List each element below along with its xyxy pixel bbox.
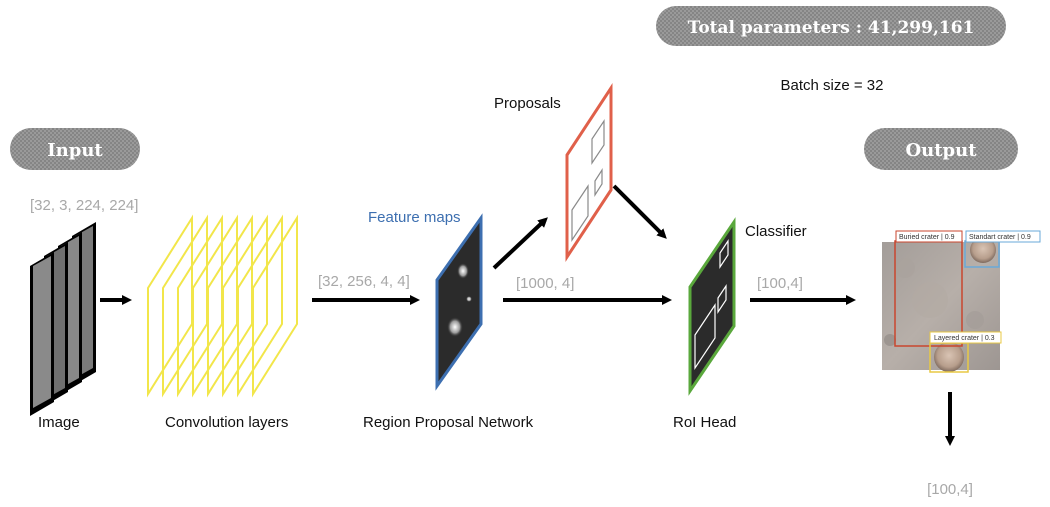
roi-head-panel <box>688 217 736 396</box>
feature-maps-label: Feature maps <box>368 209 461 226</box>
layered-crater-label: Layered crater | 0.3 <box>934 335 995 342</box>
output-shape-label: [100,4] <box>927 481 973 498</box>
proposal-box-3 <box>571 184 589 242</box>
input-pill-bg <box>10 128 140 170</box>
buried-crater-label: Buried crater | 0.9 <box>899 234 955 241</box>
input-pill-label: Input <box>47 140 103 161</box>
total-parameters-text: Total parameters : 41,299,161 <box>688 18 975 38</box>
classifier-label: Classifier <box>745 223 807 240</box>
layered-crater <box>934 342 964 372</box>
features-shape-label: [32, 256, 4, 4] <box>318 273 410 290</box>
roi-box-3 <box>719 239 729 269</box>
total-parameters-pill: Total parameters : 41,299,161 <box>656 6 1006 46</box>
region-proposal-network-label: Region Proposal Network <box>363 414 534 431</box>
batch-size-text: Batch size = 32 <box>781 77 884 94</box>
output-image: Buried crater | 0.9 Standart crater | 0.… <box>882 230 1041 373</box>
feature-activation-3 <box>447 317 463 337</box>
input-shape-label: [32, 3, 224, 224] <box>30 197 138 214</box>
arrow-proposals-to-roi <box>612 184 667 239</box>
buried-crater-tag <box>895 230 963 243</box>
standart-crater-tag <box>965 230 1041 243</box>
proposal-box-2 <box>594 167 603 198</box>
convolution-layers-label: Convolution layers <box>165 414 288 431</box>
feature-activation-1 <box>457 263 469 279</box>
proposals-label: Proposals <box>494 95 561 112</box>
classifier-shape-label: [100,4] <box>757 275 803 292</box>
feature-map <box>435 213 483 391</box>
proposal-box-1 <box>591 119 605 165</box>
standart-crater <box>970 237 996 263</box>
proposals-panel <box>565 82 613 263</box>
roi-head-label: RoI Head <box>673 414 736 431</box>
proposals-shape-label: [1000, 4] <box>516 275 574 292</box>
total-parameters-pill-bg <box>656 6 1006 46</box>
input-pill: Input <box>10 128 140 170</box>
feature-activation-2 <box>466 296 472 302</box>
roi-box-1 <box>694 303 716 370</box>
output-pill-bg <box>864 128 1018 170</box>
roi-box-2 <box>717 284 727 314</box>
image-label: Image <box>38 414 80 431</box>
convolution-layers <box>147 214 298 398</box>
layered-crater-tag <box>929 331 1002 344</box>
arrow-features-to-proposals <box>492 217 548 270</box>
output-pill: Output <box>864 128 1018 170</box>
output-pill-label: Output <box>905 140 977 161</box>
standart-crater-label: Standart crater | 0.9 <box>969 234 1031 241</box>
input-image-stack <box>30 222 96 416</box>
